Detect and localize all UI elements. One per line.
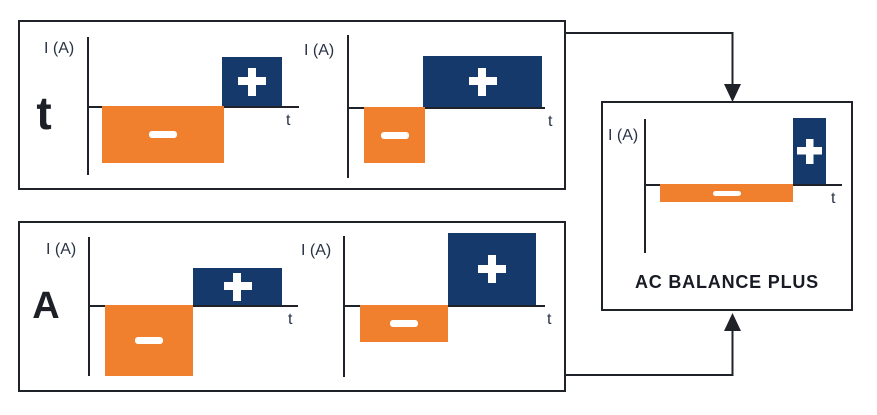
plus-icon	[468, 67, 497, 96]
negative-bar	[102, 106, 224, 163]
negative-bar	[364, 107, 425, 163]
x-axis-label: t	[286, 112, 291, 129]
positive-bar	[193, 268, 282, 305]
negative-bar	[660, 184, 793, 202]
minus-icon	[135, 337, 163, 344]
x-axis-label: t	[288, 311, 293, 328]
bars-layer	[20, 22, 564, 188]
minus-icon	[390, 320, 418, 327]
arrow-head-down-icon	[724, 84, 741, 102]
plus-icon	[478, 255, 506, 283]
arrow-line-bottom	[566, 330, 734, 376]
waveform-chart-result: I (A) t	[603, 103, 851, 309]
waveform-chart-amplitude-left: I (A) t	[20, 223, 564, 390]
x-axis-label: t	[831, 190, 836, 207]
result-title: AC BALANCE PLUS	[634, 272, 819, 292]
positive-bar	[423, 56, 542, 107]
bars-layer	[603, 103, 851, 309]
bars-layer	[20, 223, 564, 390]
waveform-chart-time-right: I (A) t	[20, 22, 564, 188]
positive-bar	[448, 233, 536, 305]
y-axis	[644, 119, 646, 253]
y-axis-label: I (A)	[608, 127, 639, 144]
negative-bar	[360, 305, 448, 342]
y-axis-label: I (A)	[44, 40, 75, 57]
y-axis-label: I (A)	[46, 241, 77, 258]
minus-icon	[712, 190, 741, 196]
arrow-head-up-icon	[724, 313, 741, 331]
amplitude-panel-label: A	[32, 285, 60, 327]
bars-layer	[20, 22, 564, 188]
result-panel: I (A) t AC BALANCE PLUS	[601, 101, 853, 311]
y-axis-label: I (A)	[304, 42, 335, 59]
minus-icon	[380, 131, 409, 139]
positive-bar	[222, 57, 282, 106]
x-axis-label: t	[547, 311, 552, 328]
x-axis	[347, 107, 545, 109]
plus-icon	[223, 272, 252, 301]
x-axis	[88, 305, 298, 307]
time-panel-label: t	[36, 87, 52, 139]
positive-bar	[793, 118, 826, 184]
minus-icon	[149, 131, 177, 138]
y-axis-label: I (A)	[301, 242, 332, 259]
arrow-line-top	[566, 32, 734, 86]
time-balance-panel: t I (A) t I (A) t	[18, 20, 566, 190]
x-axis-label: t	[548, 113, 553, 130]
plus-icon	[238, 67, 266, 96]
waveform-chart-amplitude-right: I (A) t	[20, 223, 564, 390]
plus-icon	[797, 138, 822, 164]
y-axis	[347, 35, 349, 178]
waveform-chart-time-left: I (A) t	[20, 22, 564, 188]
negative-bar	[105, 305, 193, 376]
bars-layer	[20, 223, 564, 390]
amplitude-balance-panel: A I (A) t I (A) t	[18, 221, 566, 392]
